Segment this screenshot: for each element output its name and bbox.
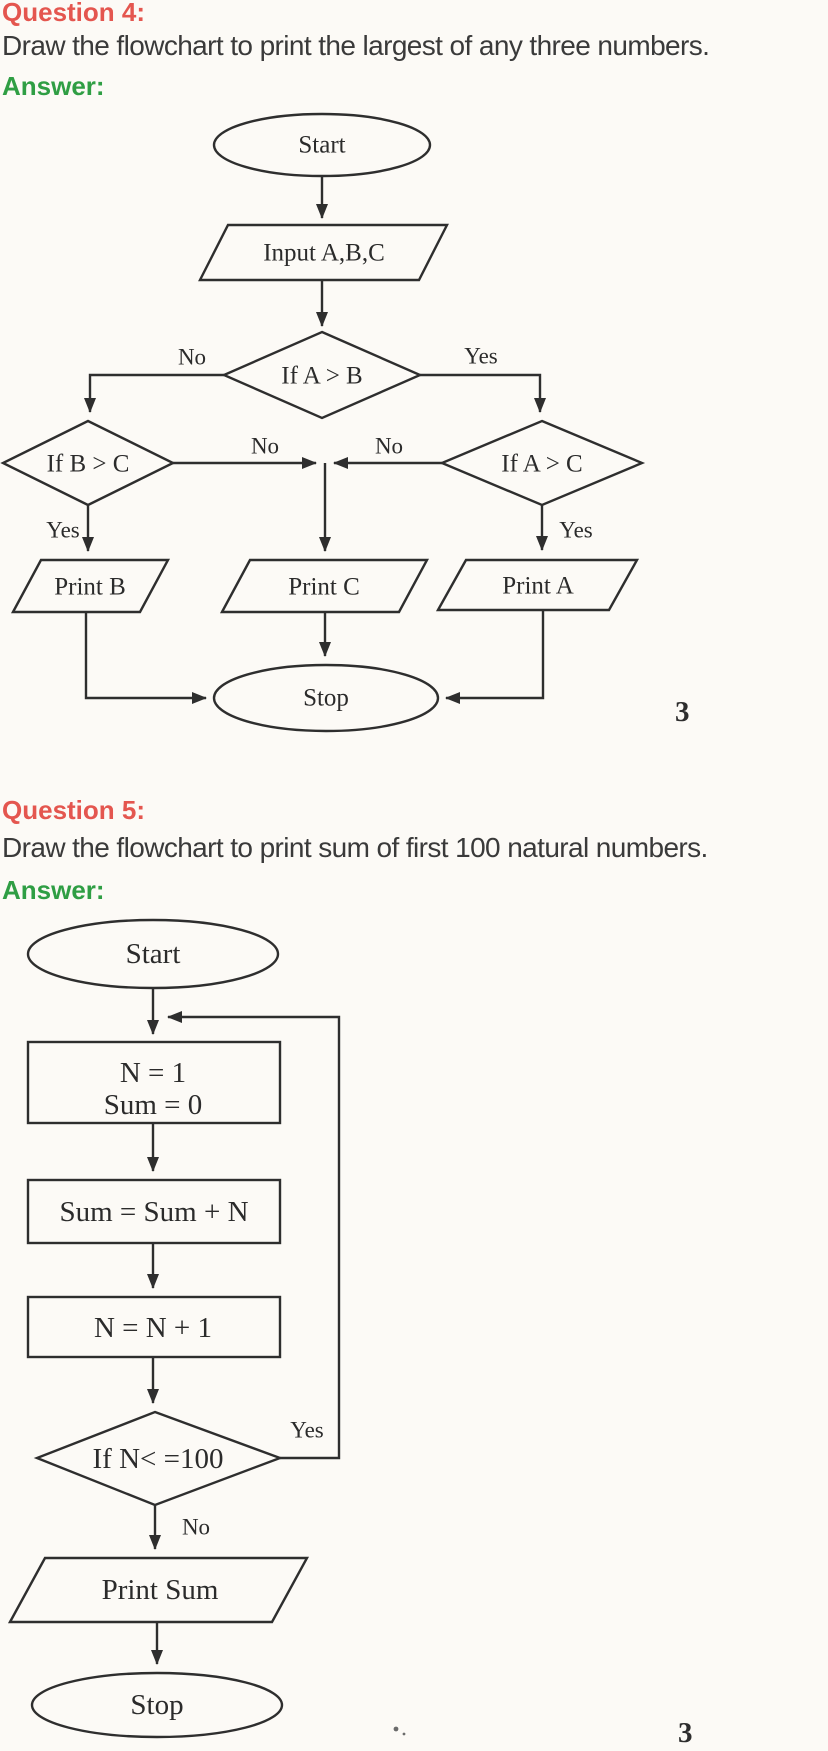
decision-a-gt-b-label: If A > B bbox=[281, 363, 362, 390]
decision-b-gt-c-label: If B > C bbox=[47, 451, 130, 478]
stop-node-label: Stop bbox=[303, 685, 349, 712]
print-sum-node bbox=[7, 1556, 310, 1624]
print-c-node bbox=[219, 558, 430, 614]
branch-label-no: No bbox=[182, 1515, 210, 1540]
print-b-label: Print B bbox=[54, 574, 126, 601]
init-node-line1: N = 1 bbox=[120, 1057, 186, 1089]
start-node-label: Start bbox=[126, 938, 181, 970]
question4-answer-label: Answer: bbox=[2, 71, 105, 101]
flowchart-sum-100: Start N = 1 Sum = 0 Sum = Sum + N N = N … bbox=[7, 918, 406, 1739]
flowchart-largest-of-three: Start Input A,B,C If A > B If B > C If A… bbox=[0, 112, 646, 733]
scan-speck bbox=[402, 1732, 406, 1736]
decision-a-gt-c-node bbox=[438, 419, 646, 507]
decision-n-le-100-label: If N< =100 bbox=[93, 1443, 224, 1475]
start-node-label: Start bbox=[298, 132, 345, 159]
page-number: 3 bbox=[675, 696, 690, 728]
branch-label-yes: Yes bbox=[290, 1418, 324, 1443]
scan-speck bbox=[393, 1726, 399, 1732]
accumulate-node-label: Sum = Sum + N bbox=[59, 1196, 248, 1228]
branch-label-no: No bbox=[251, 434, 279, 459]
edge-print-a-to-stop bbox=[445, 610, 545, 704]
stop-node bbox=[212, 663, 440, 733]
init-node-line2: Sum = 0 bbox=[104, 1089, 203, 1121]
input-node bbox=[198, 223, 449, 282]
stop-node bbox=[30, 1671, 284, 1739]
decision-a-gt-c-label: If A > C bbox=[501, 451, 582, 478]
edge-ab-yes bbox=[420, 373, 546, 413]
print-a-label: Print A bbox=[502, 573, 574, 600]
question5-heading: Question 5: bbox=[2, 795, 146, 825]
branch-label-yes: Yes bbox=[464, 344, 498, 369]
start-node bbox=[26, 918, 280, 990]
increment-node bbox=[26, 1295, 282, 1359]
question4-heading: Question 4: bbox=[2, 0, 146, 27]
increment-node-label: N = N + 1 bbox=[94, 1312, 212, 1344]
init-node bbox=[26, 1040, 282, 1125]
edge-loop-yes bbox=[167, 1011, 341, 1460]
start-node bbox=[212, 112, 432, 178]
decision-n-le-100-node bbox=[33, 1410, 284, 1507]
accumulate-node bbox=[26, 1178, 282, 1245]
print-sum-label: Print Sum bbox=[102, 1574, 219, 1606]
branch-label-yes: Yes bbox=[46, 518, 80, 543]
edge-ab-no bbox=[84, 373, 224, 413]
print-a-node bbox=[435, 558, 640, 612]
question5-text: Draw the flowchart to print sum of first… bbox=[2, 832, 708, 863]
edge-print-b-to-stop bbox=[84, 612, 207, 704]
question4-text: Draw the flowchart to print the largest … bbox=[2, 30, 710, 61]
page-number: 3 bbox=[678, 1717, 693, 1749]
branch-label-yes: Yes bbox=[559, 518, 593, 543]
decision-b-gt-c-node bbox=[0, 419, 176, 507]
input-node-label: Input A,B,C bbox=[263, 240, 385, 267]
print-c-label: Print C bbox=[288, 574, 360, 601]
decision-a-gt-b-node bbox=[221, 330, 423, 420]
stop-node-label: Stop bbox=[130, 1689, 183, 1721]
print-b-node bbox=[10, 558, 171, 614]
branch-label-no: No bbox=[375, 434, 403, 459]
question5-answer-label: Answer: bbox=[2, 875, 105, 905]
branch-label-no: No bbox=[178, 345, 206, 370]
